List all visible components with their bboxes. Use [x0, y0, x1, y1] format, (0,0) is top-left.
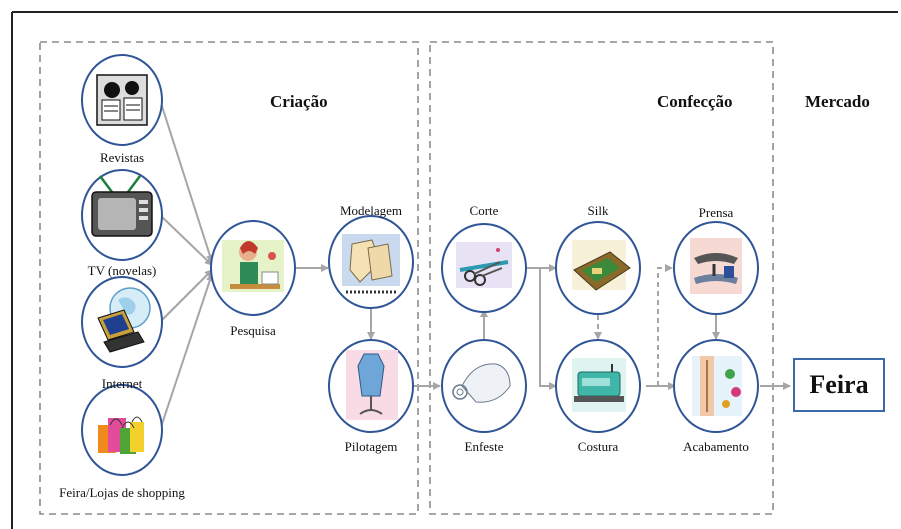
enfeste-icon [441, 339, 527, 433]
source-arrows [159, 99, 214, 431]
arrow-corte-costura [539, 268, 557, 390]
section-title-confeccao: Confecção [657, 92, 733, 111]
source-label-revistas: Revistas [99, 150, 145, 165]
arrow-revistas-pesquisa [159, 99, 214, 263]
step-label-costura: Costura [577, 439, 619, 454]
source-label-tv: TV (novelas) [87, 263, 157, 278]
flow-arrows [296, 264, 791, 390]
section-title-mercado: Mercado [805, 92, 870, 111]
arrow-tv-pesquisa [159, 214, 213, 266]
costura-icon [555, 339, 641, 433]
laptop-globe-icon [81, 276, 163, 368]
confeccao-group [429, 41, 774, 515]
dashed-flow-arrows [594, 264, 673, 386]
step-label-modelagem: Modelagem [339, 203, 403, 218]
modelagem-icon [328, 215, 414, 309]
arrow-feira-pesquisa [159, 273, 214, 431]
step-label-corte: Corte [469, 203, 499, 218]
step-label-pesquisa: Pesquisa [230, 323, 276, 338]
destination-feira-box: Feira [793, 358, 885, 412]
source-label-feira-lojas: Feira/Lojas de shopping [59, 485, 185, 500]
shopping-bags-icon [81, 384, 163, 476]
step-label-enfeste: Enfeste [464, 439, 504, 454]
step-label-pilotagem: Pilotagem [344, 439, 398, 454]
corte-icon [441, 223, 527, 313]
step-label-prensa: Prensa [698, 205, 734, 220]
pilotagem-icon [328, 339, 414, 433]
source-label-internet: Internet [101, 376, 143, 391]
criacao-group [39, 41, 419, 515]
prensa-icon [673, 221, 759, 315]
step-label-silk: Silk [587, 203, 609, 218]
television-icon [81, 169, 163, 261]
arrow-costura-prensa [657, 264, 673, 386]
section-title-criacao: Criação [270, 92, 328, 111]
step-label-acabamento: Acabamento [683, 439, 749, 454]
pesquisa-icon [210, 220, 296, 316]
magazine-readers-icon [81, 54, 163, 146]
arrow-internet-pesquisa [159, 269, 213, 323]
silk-icon [555, 221, 641, 315]
acabamento-icon [673, 339, 759, 433]
